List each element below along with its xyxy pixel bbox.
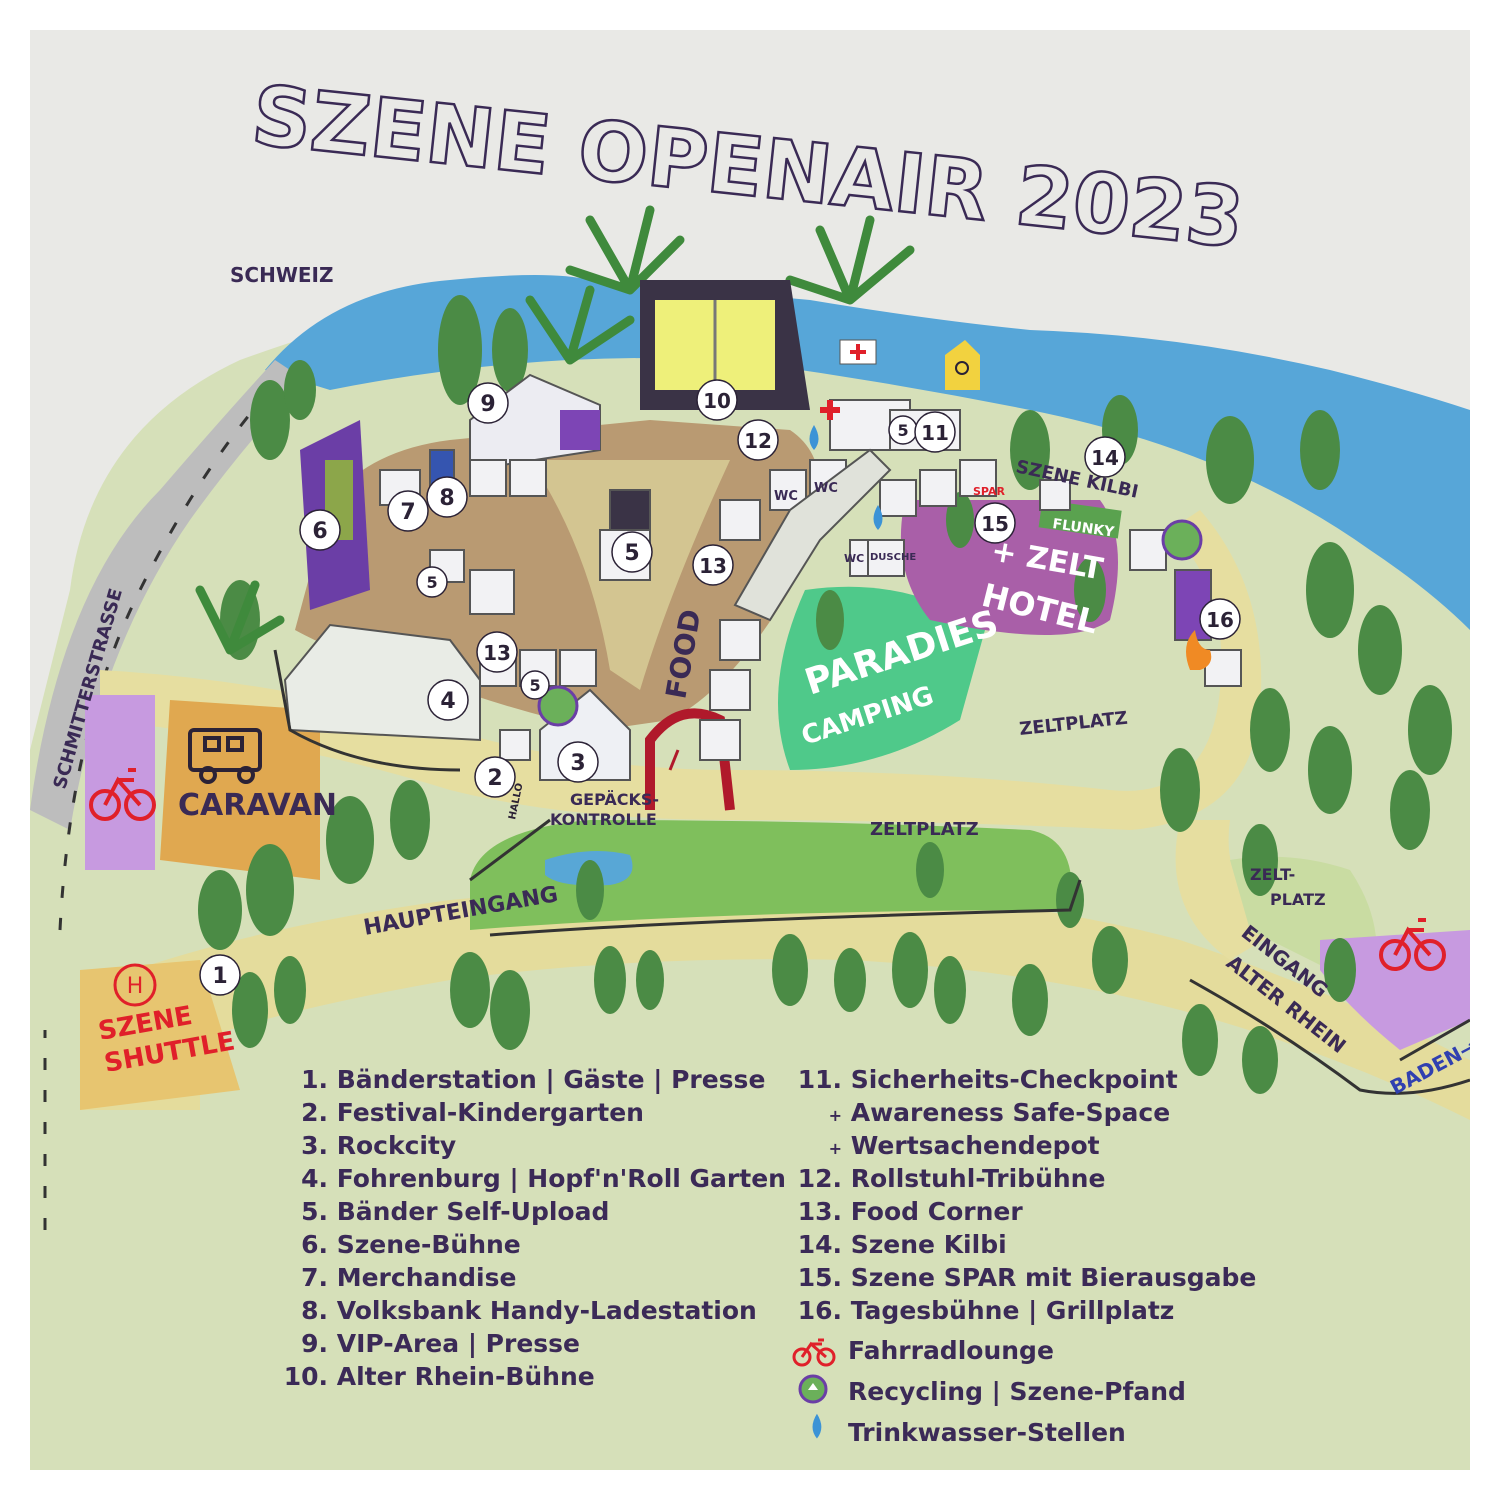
marker-14[interactable]: 14 bbox=[1084, 436, 1126, 478]
shuttle-icon: H bbox=[113, 963, 157, 1007]
marker-16[interactable]: 16 bbox=[1199, 598, 1241, 640]
svg-text:5: 5 bbox=[426, 573, 437, 592]
awareness-ribbon-icon bbox=[945, 340, 980, 390]
marker-8[interactable]: 8 bbox=[426, 476, 468, 518]
svg-text:1: 1 bbox=[212, 964, 227, 989]
booths bbox=[379, 399, 1242, 761]
svg-text:14: 14 bbox=[1091, 446, 1119, 470]
svg-text:5: 5 bbox=[529, 676, 540, 695]
road-dashes bbox=[43, 389, 272, 1230]
map-paper: H SZENE OPENAIR 2023 SCHWEIZ SCHMITTERST… bbox=[30, 30, 1470, 1470]
recycling-icons bbox=[537, 519, 1203, 727]
marker-5-a[interactable]: 5 bbox=[611, 531, 653, 573]
label-wc-3: WC bbox=[844, 552, 864, 565]
shuttle-symbol: H bbox=[127, 974, 144, 999]
label-gepaeckskontrolle-2: KONTROLLE bbox=[550, 810, 657, 829]
festival-map: H SZENE OPENAIR 2023 SCHWEIZ SCHMITTERST… bbox=[30, 30, 1470, 1470]
marker-13-a[interactable]: 13 bbox=[692, 544, 734, 586]
svg-text:11: 11 bbox=[921, 421, 949, 445]
label-zeltplatz-c-1: ZELT- bbox=[1250, 865, 1295, 884]
svg-text:9: 9 bbox=[480, 392, 495, 417]
marker-7[interactable]: 7 bbox=[387, 490, 429, 532]
bicycle-icon-map-right bbox=[1379, 918, 1446, 971]
zeltplatz-field-center bbox=[470, 820, 1072, 930]
svg-text:5: 5 bbox=[624, 541, 639, 566]
bicycle-icon-map-left bbox=[89, 768, 156, 821]
marker-4[interactable]: 4 bbox=[427, 679, 469, 721]
river-alter-rhein bbox=[265, 275, 1470, 630]
label-zeltplatz-b: ZELTPLATZ bbox=[870, 819, 979, 840]
label-schweiz: SCHWEIZ bbox=[230, 263, 334, 287]
label-caravan: CARAVAN bbox=[178, 788, 337, 823]
alter-rhein-stage bbox=[640, 280, 810, 410]
caravan-area bbox=[160, 700, 320, 880]
food-corner-stalls bbox=[733, 448, 892, 622]
marker-13-b[interactable]: 13 bbox=[476, 631, 518, 673]
bike-lounge-right-area bbox=[1320, 930, 1470, 1050]
marker-6[interactable]: 6 bbox=[299, 509, 341, 551]
label-spar: SPAR bbox=[973, 485, 1005, 498]
fire-icon bbox=[1186, 630, 1212, 670]
svg-text:10: 10 bbox=[703, 389, 731, 413]
svg-text:5: 5 bbox=[897, 421, 908, 440]
svg-text:3: 3 bbox=[570, 751, 585, 776]
marker-5-c[interactable]: 5 bbox=[520, 670, 550, 700]
water-drop-icons bbox=[809, 425, 883, 530]
fences bbox=[273, 649, 1470, 1095]
svg-text:6: 6 bbox=[312, 519, 327, 544]
marker-15[interactable]: 15 bbox=[974, 502, 1016, 544]
svg-text:8: 8 bbox=[439, 486, 454, 511]
marker-11[interactable]: 11 bbox=[914, 411, 956, 453]
trees bbox=[198, 295, 1452, 1094]
food-gate bbox=[645, 708, 735, 811]
palm-trees bbox=[195, 205, 915, 655]
first-aid-icon bbox=[820, 339, 877, 420]
svg-text:16: 16 bbox=[1206, 608, 1234, 632]
marker-9[interactable]: 9 bbox=[467, 382, 509, 424]
marker-10[interactable]: 10 bbox=[696, 379, 738, 421]
label-gepaeckskontrolle-1: GEPÄCKS- bbox=[570, 790, 659, 809]
label-dusche: DUSCHE bbox=[870, 552, 916, 563]
marker-5-b[interactable]: 5 bbox=[416, 566, 448, 598]
marker-2[interactable]: 2 bbox=[474, 756, 516, 798]
caravan-icon bbox=[188, 728, 262, 784]
path-loop bbox=[100, 510, 1262, 830]
svg-text:13: 13 bbox=[699, 554, 727, 578]
svg-text:4: 4 bbox=[440, 689, 455, 714]
svg-text:7: 7 bbox=[400, 500, 415, 525]
marker-1[interactable]: 1 bbox=[199, 954, 241, 996]
svg-text:2: 2 bbox=[487, 766, 502, 791]
svg-text:15: 15 bbox=[981, 512, 1009, 536]
svg-text:12: 12 bbox=[744, 429, 772, 453]
label-wc-1: WC bbox=[774, 489, 798, 504]
label-wc-2: WC bbox=[814, 481, 838, 496]
label-zeltplatz-c-2: PLATZ bbox=[1270, 890, 1326, 909]
marker-3[interactable]: 3 bbox=[557, 741, 599, 783]
marker-5-d[interactable]: 5 bbox=[888, 415, 918, 445]
svg-text:13: 13 bbox=[483, 641, 511, 665]
marker-12[interactable]: 12 bbox=[737, 419, 779, 461]
